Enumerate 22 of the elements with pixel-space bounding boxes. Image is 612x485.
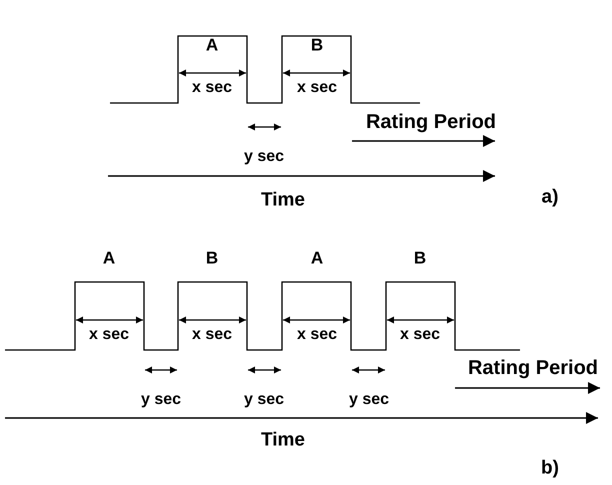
axis-label: Time bbox=[261, 430, 305, 450]
duration-label: x sec bbox=[88, 327, 130, 343]
duration-label: y sec bbox=[244, 392, 284, 408]
pulse-label: A bbox=[206, 36, 218, 54]
duration-label: x sec bbox=[296, 327, 338, 343]
duration-label: y sec bbox=[140, 392, 182, 408]
duration-label: x sec bbox=[192, 327, 232, 343]
duration-label: x sec bbox=[296, 80, 338, 96]
panel-label: b) bbox=[541, 458, 559, 478]
duration-label: y sec bbox=[244, 149, 284, 165]
axis-label: Time bbox=[261, 190, 305, 210]
pulse-label: A bbox=[310, 250, 324, 266]
axis-label: Rating Period bbox=[468, 358, 598, 378]
duration-label: y sec bbox=[348, 392, 390, 408]
axis-label: Rating Period bbox=[366, 112, 496, 132]
pulse-label: A bbox=[102, 250, 116, 266]
duration-label: x sec bbox=[192, 80, 232, 96]
pulse-label: B bbox=[414, 250, 426, 266]
pulse-label: B bbox=[206, 250, 218, 266]
pulse-label: B bbox=[310, 36, 324, 54]
duration-label: x sec bbox=[400, 327, 440, 343]
panel-label: a) bbox=[542, 188, 558, 206]
